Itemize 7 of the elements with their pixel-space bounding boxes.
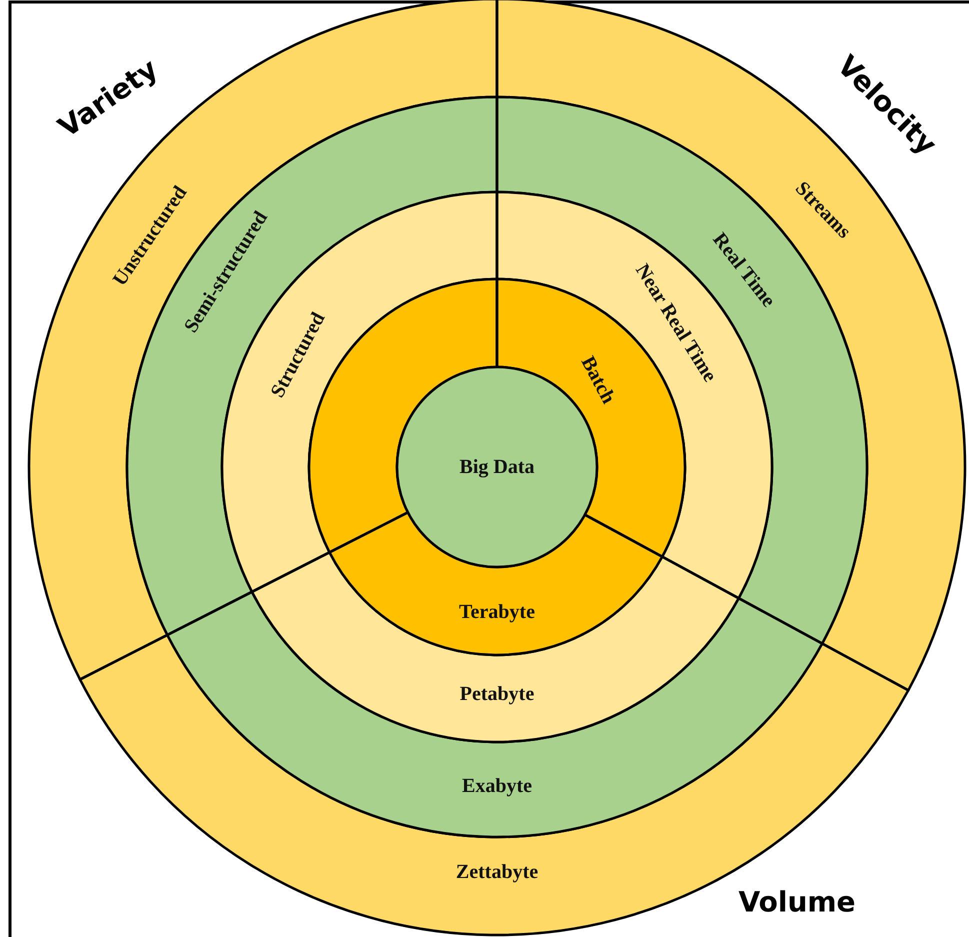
dimension-title: Volume bbox=[738, 886, 856, 918]
sector-label: Exabyte bbox=[462, 775, 532, 797]
sector-label: Batch bbox=[576, 352, 620, 408]
sector-label: Zettabyte bbox=[456, 861, 538, 883]
sector-label: Big Data bbox=[460, 456, 534, 478]
sector-label: Petabyte bbox=[460, 683, 534, 705]
sector-label: Terabyte bbox=[459, 601, 535, 623]
